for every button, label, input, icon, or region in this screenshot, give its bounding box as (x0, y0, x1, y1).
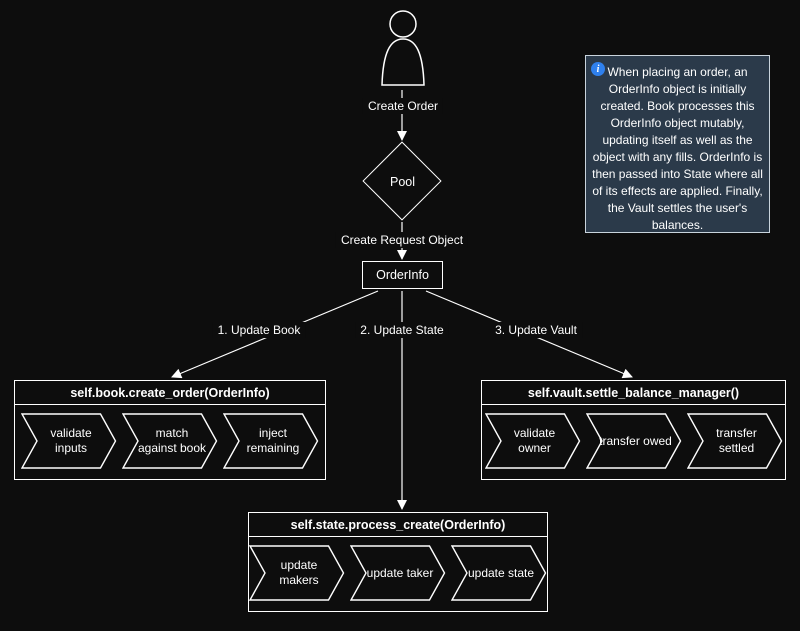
info-icon: i (591, 62, 605, 76)
book-group-title: self.book.create_order(OrderInfo) (15, 381, 325, 405)
step-transfer-settled[interactable]: transfer settled (686, 413, 783, 469)
step-inject-remaining[interactable]: inject remaining (223, 413, 319, 469)
step-label: update taker (366, 565, 434, 580)
edge-label-create-request-object: Create Request Object (335, 232, 469, 248)
step-label: transfer settled (716, 426, 757, 455)
step-update-makers[interactable]: update makers (249, 545, 345, 601)
book-group-body: validate inputs match against book injec… (15, 405, 325, 477)
step-validate-inputs[interactable]: validate inputs (21, 413, 117, 469)
step-label: inject remaining (246, 426, 300, 455)
state-group-title: self.state.process_create(OrderInfo) (249, 513, 547, 537)
pool-node[interactable]: Pool (362, 141, 442, 221)
state-group-body: update makers update taker update state (249, 537, 547, 609)
note-text: When placing an order, an OrderInfo obje… (592, 65, 763, 233)
step-label: match against book (137, 426, 207, 455)
step-label: validate owner (513, 426, 556, 455)
book-group[interactable]: self.book.create_order(OrderInfo) valida… (14, 380, 326, 480)
vault-group-title: self.vault.settle_balance_manager() (482, 381, 785, 405)
step-match-against-book[interactable]: match against book (122, 413, 218, 469)
step-label: update state (467, 565, 535, 580)
note-box: i When placing an order, an OrderInfo ob… (585, 55, 770, 233)
vault-group[interactable]: self.vault.settle_balance_manager() vali… (481, 380, 786, 480)
edge-label-update-vault: 3. Update Vault (490, 322, 582, 338)
step-update-state[interactable]: update state (451, 545, 547, 601)
step-label: validate inputs (50, 426, 92, 455)
edge-label-update-state: 2. Update State (355, 322, 449, 338)
step-validate-owner[interactable]: validate owner (484, 413, 581, 469)
pool-label: Pool (389, 174, 416, 189)
vault-group-body: validate owner transfer owed transfer se… (482, 405, 785, 477)
step-label: transfer owed (599, 433, 672, 448)
step-label: update makers (279, 558, 319, 587)
step-transfer-owed[interactable]: transfer owed (585, 413, 682, 469)
state-group[interactable]: self.state.process_create(OrderInfo) upd… (248, 512, 548, 612)
orderinfo-node[interactable]: OrderInfo (362, 261, 443, 289)
edge-label-update-book: 1. Update Book (212, 322, 306, 338)
edge-label-create-order: Create Order (362, 98, 444, 114)
step-update-taker[interactable]: update taker (350, 545, 446, 601)
user-actor-icon (377, 8, 429, 88)
